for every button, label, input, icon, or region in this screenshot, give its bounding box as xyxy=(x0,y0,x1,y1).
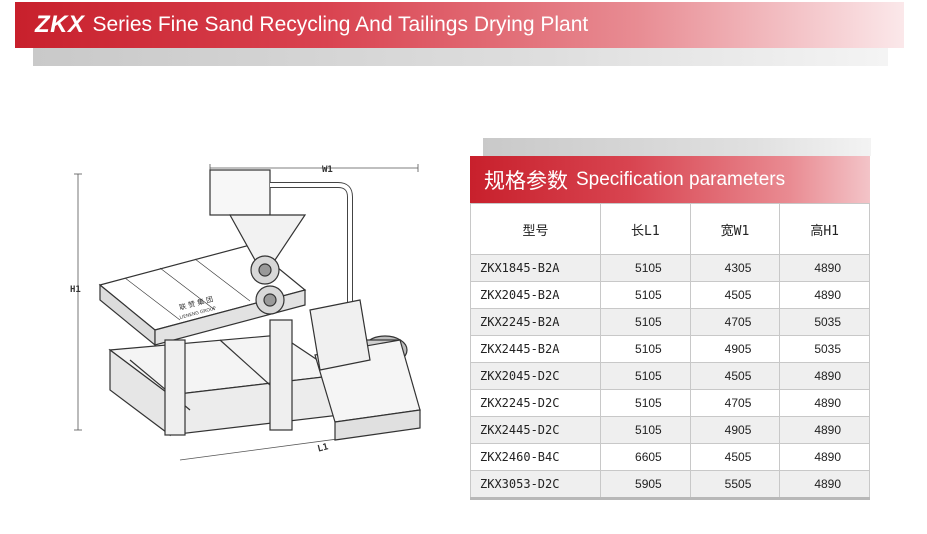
cell-length: 5905 xyxy=(600,470,691,500)
table-row: ZKX2445-B2A 5105 4905 5035 xyxy=(469,335,870,363)
table-row: ZKX3053-D2C 5905 5505 4890 xyxy=(469,470,870,500)
page-title: Series Fine Sand Recycling And Tailings … xyxy=(92,13,589,36)
cell-length: 5105 xyxy=(600,254,691,282)
cell-width: 4705 xyxy=(689,308,781,336)
spec-header: 规格参数 Specification parameters xyxy=(470,156,870,203)
spec-table: 型号 长L1 宽W1 高H1 ZKX1845-B2A 5105 4305 489… xyxy=(469,203,870,500)
cell-width: 4505 xyxy=(689,362,781,390)
machine-drawing: H1 W1 L1 联 赞 集 团 LIENENG GROUP xyxy=(70,164,421,461)
cell-width: 4705 xyxy=(689,389,781,417)
cell-model: ZKX2245-B2A xyxy=(469,308,602,336)
cell-height: 5035 xyxy=(779,335,870,363)
spec-title-en: Specification parameters xyxy=(576,168,786,190)
col-header-length: 长L1 xyxy=(600,203,691,255)
cell-height: 5035 xyxy=(779,308,870,336)
cell-model: ZKX2445-D2C xyxy=(469,416,602,444)
table-row: ZKX2045-D2C 5105 4505 4890 xyxy=(469,362,870,390)
col-header-height: 高H1 xyxy=(779,203,870,255)
cell-model: ZKX2445-B2A xyxy=(469,335,602,363)
cell-length: 5105 xyxy=(600,308,691,336)
cell-width: 4905 xyxy=(689,416,781,444)
dim-l1-label: L1 xyxy=(317,442,330,454)
cell-model: ZKX3053-D2C xyxy=(469,470,602,500)
cell-width: 4505 xyxy=(689,281,781,309)
cell-height: 4890 xyxy=(779,416,870,444)
cell-height: 4890 xyxy=(779,281,870,309)
cell-height: 4890 xyxy=(779,362,870,390)
cell-length: 6605 xyxy=(600,443,691,471)
cell-height: 4890 xyxy=(779,470,870,500)
spec-title-cn: 规格参数 xyxy=(484,169,568,193)
cell-width: 4905 xyxy=(689,335,781,363)
brand-name: ZKX xyxy=(35,11,85,38)
table-row: ZKX2460-B4C 6605 4505 4890 xyxy=(469,443,870,471)
cell-length: 5105 xyxy=(600,281,691,309)
table-row: ZKX2445-D2C 5105 4905 4890 xyxy=(469,416,870,444)
cell-height: 4890 xyxy=(779,254,870,282)
cell-model: ZKX2245-D2C xyxy=(469,389,602,417)
cell-width: 5505 xyxy=(689,470,781,500)
col-header-model: 型号 xyxy=(469,203,602,255)
dim-h1-label: H1 xyxy=(70,285,81,295)
spec-table-header-row: 型号 长L1 宽W1 高H1 xyxy=(469,203,870,255)
cell-width: 4305 xyxy=(689,254,781,282)
cell-model: ZKX2045-D2C xyxy=(469,362,602,390)
page-header: ZKX Series Fine Sand Recycling And Taili… xyxy=(15,2,904,48)
cell-model: ZKX2045-B2A xyxy=(469,281,602,309)
table-row: ZKX1845-B2A 5105 4305 4890 xyxy=(469,254,870,282)
spec-shadow-bar xyxy=(483,138,871,156)
header-shadow-bar xyxy=(33,48,888,66)
cell-length: 5105 xyxy=(600,389,691,417)
col-header-width: 宽W1 xyxy=(689,203,781,255)
cell-height: 4890 xyxy=(779,389,870,417)
cell-width: 4505 xyxy=(689,443,781,471)
cell-height: 4890 xyxy=(779,443,870,471)
table-row: ZKX2245-D2C 5105 4705 4890 xyxy=(469,389,870,417)
cell-length: 5105 xyxy=(600,362,691,390)
cell-model: ZKX2460-B4C xyxy=(469,443,602,471)
table-row: ZKX2245-B2A 5105 4705 5035 xyxy=(469,308,870,336)
dim-w1-label: W1 xyxy=(322,165,333,175)
cell-model: ZKX1845-B2A xyxy=(469,254,602,282)
cell-length: 5105 xyxy=(600,335,691,363)
table-row: ZKX2045-B2A 5105 4505 4890 xyxy=(469,281,870,309)
cell-length: 5105 xyxy=(600,416,691,444)
